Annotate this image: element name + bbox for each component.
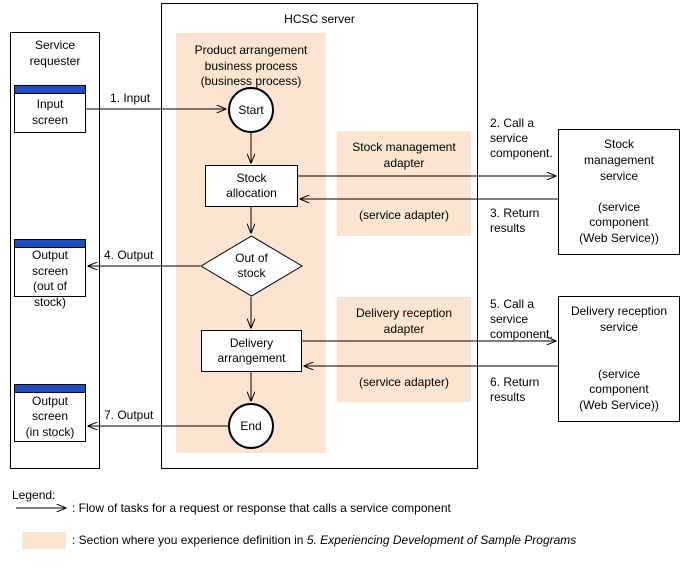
legend-title: Legend: <box>12 488 55 502</box>
service-requester-title: Service requester <box>10 38 100 69</box>
flow-label-2-line1: 2. Call a <box>490 116 535 130</box>
output-screen-out-of-stock-titlebar <box>15 240 85 248</box>
flow-label-2-line3: component. <box>490 146 553 160</box>
flow-label-5-call: 5. Call a service component. <box>490 297 553 342</box>
input-screen-titlebar <box>15 86 85 94</box>
oos-label-line2: screen <box>31 263 69 278</box>
stock-management-service: Stock management service (service compon… <box>558 129 680 255</box>
delivery-adapter-sub-text: (service adapter) <box>358 375 450 389</box>
oos-label-line3: (out of <box>32 279 68 294</box>
delivery-adapter-line1: Delivery reception <box>355 306 453 320</box>
flow-label-3-line1: 3. Return <box>490 206 540 220</box>
output-screen-out-of-stock[interactable]: Output screen (out of stock) <box>14 239 86 309</box>
delivery-reception-adapter-panel <box>337 297 471 402</box>
flow-label-6-line2: results <box>490 390 526 404</box>
legend-swatch-prefix: : Section where you experience definitio… <box>72 533 307 547</box>
legend-swatch <box>22 532 66 549</box>
business-process-title: Product arrangement business process (bu… <box>176 43 326 90</box>
stock-service-sub1: (service <box>597 199 640 214</box>
business-process-title-line2: business process <box>204 58 298 73</box>
stock-allocation-node: Stock allocation <box>205 165 298 207</box>
delivery-arrangement-node: Delivery arrangement <box>201 330 302 372</box>
stock-service-sub2: component <box>589 215 649 230</box>
delivery-service-sub1: (service <box>597 366 640 381</box>
output-screen-in-stock-titlebar <box>15 385 85 393</box>
flow-label-6-return: 6. Return results <box>490 375 539 405</box>
stock-service-line3: service <box>599 168 638 183</box>
stock-allocation-line1: Stock <box>236 171 267 185</box>
end-node-label: End <box>240 419 262 433</box>
flow-label-7-text: 7. Output <box>104 408 154 422</box>
delivery-arrangement-line2: arrangement <box>217 351 286 365</box>
flow-label-4-output: 4. Output <box>104 248 153 263</box>
instock-label-line1: Output <box>31 393 69 408</box>
flow-label-5-line1: 5. Call a <box>490 297 535 311</box>
input-screen-label-line1: Input <box>36 97 64 112</box>
oos-label-line1: Output <box>31 248 69 262</box>
out-of-stock-decision: Out of stock <box>200 235 303 297</box>
flow-label-3-line2: results <box>490 221 526 235</box>
stock-service-line2: management <box>583 153 655 168</box>
instock-label-line3: (in stock) <box>25 424 75 439</box>
stock-service-sub3: (Web Service)) <box>579 230 659 245</box>
hcsc-server-title-text: HCSC server <box>284 12 355 26</box>
delivery-arrangement-line1: Delivery <box>229 336 274 350</box>
end-node: End <box>228 403 274 449</box>
legend-swatch-description: : Section where you experience definitio… <box>72 533 576 547</box>
stock-service-line1: Stock <box>603 137 634 152</box>
oos-label-line4: stock) <box>33 294 66 309</box>
delivery-reception-adapter-sub: (service adapter) <box>337 375 471 391</box>
flow-label-6-line1: 6. Return <box>490 375 540 389</box>
flow-label-5-line2: service <box>490 312 529 326</box>
service-requester-panel <box>10 32 100 469</box>
service-requester-title-line2: requester <box>29 53 81 68</box>
delivery-service-line1: Delivery reception <box>570 304 668 319</box>
legend-arrow-text: : Flow of tasks for a request or respons… <box>72 501 451 515</box>
stock-adapter-sub-text: (service adapter) <box>358 208 450 222</box>
flow-label-7-output: 7. Output <box>104 408 153 423</box>
input-screen[interactable]: Input screen <box>14 85 86 133</box>
output-screen-in-stock-body: Output screen (in stock) <box>15 393 85 441</box>
stock-allocation-line2: allocation <box>226 186 277 200</box>
delivery-service-line2: service <box>599 320 638 335</box>
flow-label-4-text: 4. Output <box>104 248 154 262</box>
delivery-adapter-line2: adapter <box>383 321 425 336</box>
flow-label-3-return: 3. Return results <box>490 206 539 236</box>
business-process-title-line3: (business process) <box>200 74 302 89</box>
delivery-reception-adapter-label: Delivery reception adapter <box>337 306 471 337</box>
stock-management-adapter-panel <box>337 131 471 236</box>
hcsc-server-panel <box>161 3 478 469</box>
flow-label-5-line3: component. <box>490 327 553 341</box>
stock-management-adapter-label: Stock management adapter <box>337 140 471 171</box>
flow-label-2-call: 2. Call a service component. <box>490 116 553 161</box>
service-requester-title-line1: Service <box>34 38 75 52</box>
flow-label-2-line2: service <box>490 131 529 145</box>
delivery-reception-service: Delivery reception service (service comp… <box>558 296 680 422</box>
output-screen-out-of-stock-body: Output screen (out of stock) <box>15 248 85 310</box>
start-node-label: Start <box>238 103 264 117</box>
flow-label-1-text: 1. Input <box>110 91 151 105</box>
legend-arrow-description: : Flow of tasks for a request or respons… <box>72 501 451 515</box>
instock-label-line2: screen <box>31 409 69 424</box>
stock-adapter-line1: Stock management <box>352 140 456 154</box>
delivery-service-sub2: component <box>589 382 649 397</box>
input-screen-body: Input screen <box>15 94 85 132</box>
stock-adapter-line2: adapter <box>383 155 425 170</box>
start-node: Start <box>228 87 274 133</box>
business-process-title-line1: Product arrangement <box>194 43 308 57</box>
input-screen-label-line2: screen <box>31 113 69 127</box>
output-screen-in-stock[interactable]: Output screen (in stock) <box>14 384 86 442</box>
stock-management-adapter-sub: (service adapter) <box>337 208 471 224</box>
hcsc-server-title: HCSC server <box>161 12 478 27</box>
flow-label-1-input: 1. Input <box>110 91 150 106</box>
delivery-service-sub3: (Web Service)) <box>579 397 659 412</box>
legend-swatch-italic: 5. Experiencing Development of Sample Pr… <box>306 533 577 547</box>
legend-title-text: Legend: <box>12 488 56 502</box>
